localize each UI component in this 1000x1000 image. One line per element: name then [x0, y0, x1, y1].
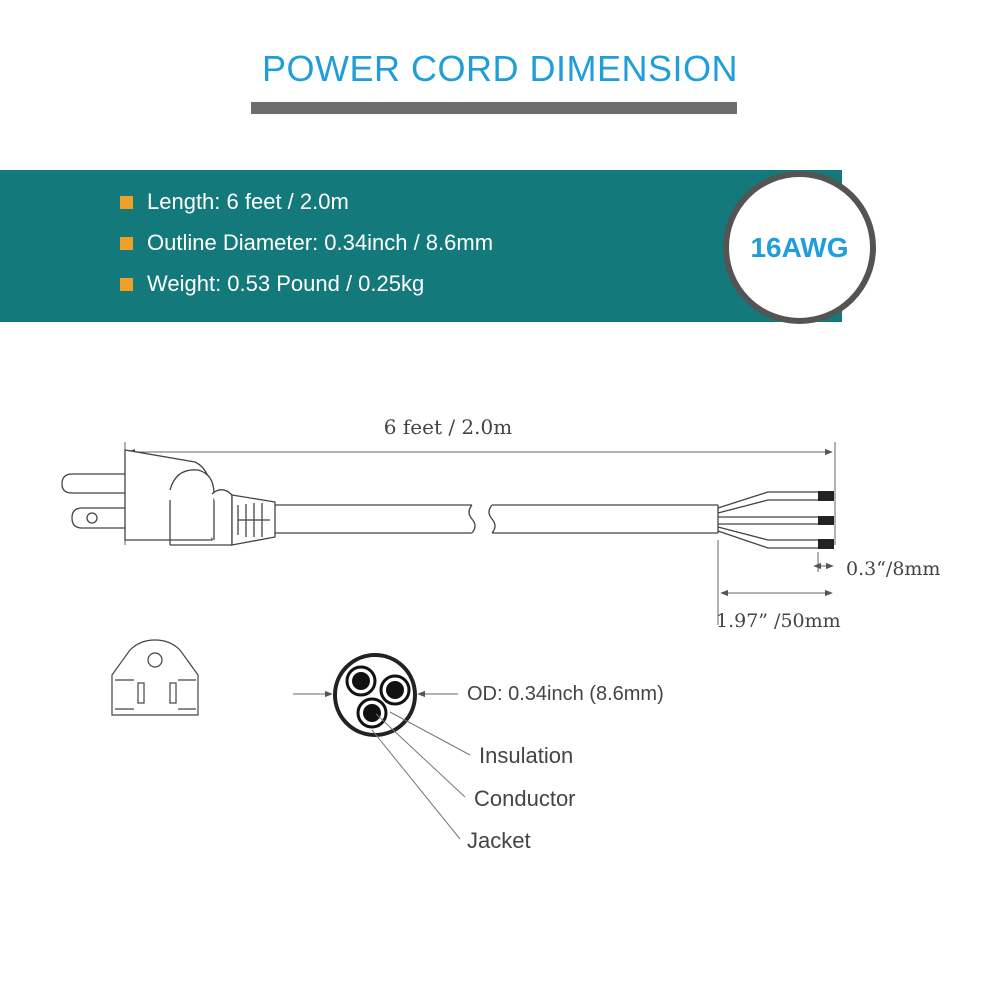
insulation-label: Insulation [479, 743, 573, 768]
spec-length-text: Length: 6 feet / 2.0m [147, 189, 349, 214]
bullet-icon [120, 236, 133, 250]
length-label: 6 feet / 2.0m [384, 415, 512, 439]
strip-short-label: 0.3“/8mm [846, 558, 940, 580]
gauge-badge-text: 16AWG [750, 231, 849, 263]
jacket-label: Jacket [467, 828, 531, 853]
stripped-wires [717, 491, 818, 549]
spec-weight-text: Weight: 0.53 Pound / 0.25kg [147, 271, 425, 296]
gauge-badge: 16AWG [723, 171, 876, 324]
conductor-label: Conductor [474, 786, 576, 811]
strain-relief [231, 494, 276, 546]
spec-band [0, 170, 842, 322]
plug-face-icon [111, 639, 199, 716]
spec-diameter: Outline Diameter: 0.34inch / 8.6mm [120, 228, 493, 258]
spec-weight: Weight: 0.53 Pound / 0.25kg [120, 269, 424, 299]
spec-length: Length: 6 feet / 2.0m [120, 187, 349, 217]
cross-section [333, 653, 417, 737]
page-title: POWER CORD DIMENSION [261, 48, 738, 89]
od-label: OD: 0.34inch (8.6mm) [467, 683, 664, 705]
bullet-icon [120, 195, 133, 209]
wire-conductors [818, 491, 834, 549]
title-underline [251, 102, 737, 114]
bullet-icon [120, 277, 133, 291]
spec-diameter-text: Outline Diameter: 0.34inch / 8.6mm [147, 230, 494, 255]
callout-leaders [371, 711, 471, 840]
strip-long-label: 1.97” /50mm [716, 610, 841, 632]
strip-dimensions [717, 540, 834, 625]
plug-body [124, 449, 233, 546]
cord [275, 504, 719, 534]
plug-prongs [61, 473, 129, 529]
